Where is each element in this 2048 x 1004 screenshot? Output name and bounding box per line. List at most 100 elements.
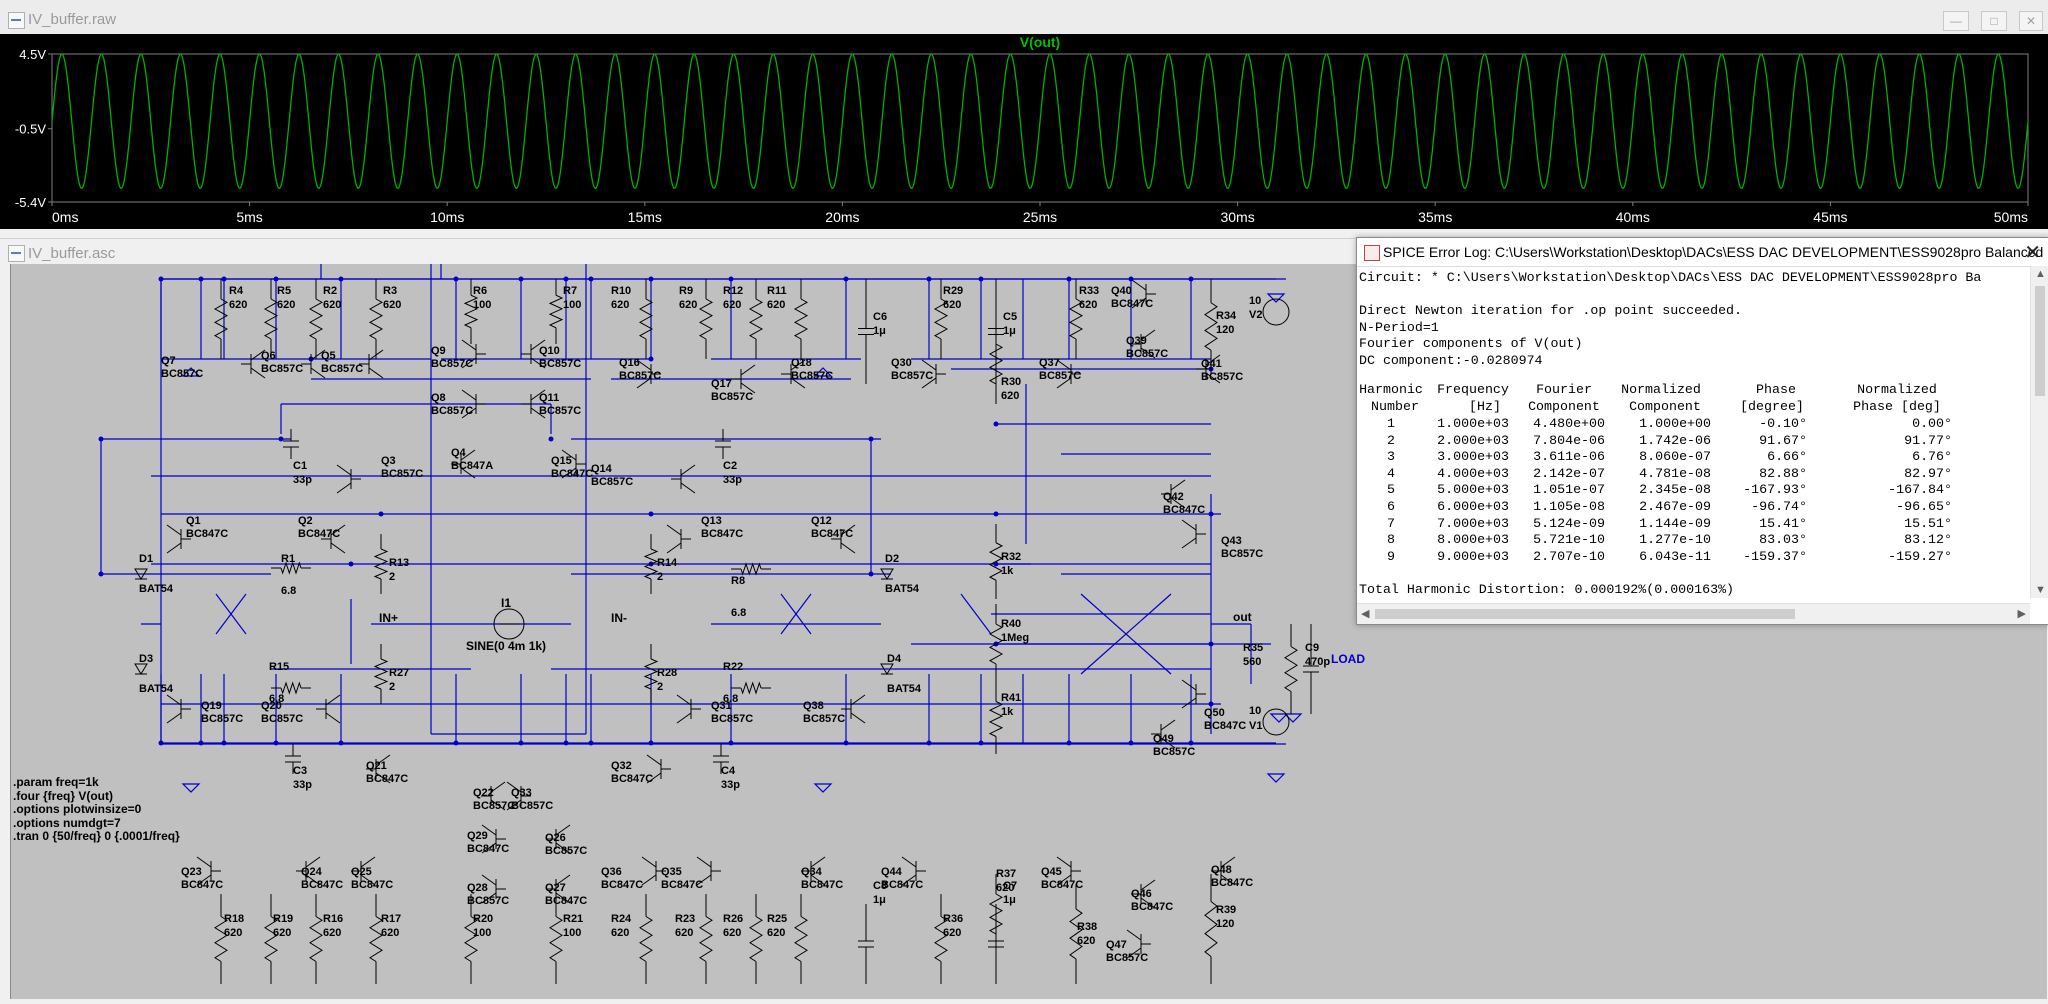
value-q7: BC857C: [161, 368, 203, 380]
fourier-table-cell: 91.67°: [1759, 432, 1807, 448]
spice-directive-plotwinsize[interactable]: .options plotwinsize=0: [13, 802, 142, 816]
value-r28: 2: [657, 681, 663, 693]
fourier-table-cell: -167.93°: [1743, 482, 1807, 498]
ref-q19: Q19: [201, 700, 222, 712]
scroll-left-icon[interactable]: ◀: [1361, 608, 1370, 620]
value-q40: BC847C: [1111, 298, 1153, 310]
fourier-table-cell: 7.000e+03: [1437, 515, 1509, 531]
ref-q26: Q26: [545, 832, 566, 844]
scroll-right-icon[interactable]: ▶: [2017, 608, 2026, 620]
fourier-table-cell: 3.611e-06: [1533, 449, 1605, 465]
value-q25: BC847C: [351, 879, 393, 891]
value-q26: BC857C: [545, 845, 587, 857]
scroll-up-icon[interactable]: ▲: [2035, 268, 2046, 280]
spice-log-text-area[interactable]: Circuit: * C:\Users\Workstation\Desktop\…: [1357, 266, 2030, 598]
ref-q35: Q35: [661, 866, 682, 878]
horizontal-scroll-thumb[interactable]: [1375, 609, 1795, 619]
value-q5: BC857C: [321, 363, 363, 375]
trace-label-vout[interactable]: V(out): [1020, 34, 1060, 50]
close-button[interactable]: ✕: [2019, 11, 2043, 31]
ref-v1: V1: [1249, 720, 1262, 732]
fourier-table-cell: 83.12°: [1904, 532, 1952, 548]
vout-trace-line: [51, 53, 2029, 189]
fourier-table-cell: 4.781e-08: [1639, 465, 1711, 481]
ref-q25: Q25: [351, 866, 372, 878]
ref-r29: R29: [943, 285, 963, 297]
ref-q45: Q45: [1041, 866, 1062, 878]
fourier-table-cell: 83.03°: [1759, 532, 1807, 548]
waveform-window-title: IV_buffer.raw: [28, 11, 117, 28]
spice-directive-param[interactable]: .param freq=1k: [13, 775, 99, 789]
spice-directive-four[interactable]: .four {freq} V(out): [13, 788, 113, 803]
source-value-i1: SINE(0 4m 1k): [466, 639, 546, 653]
ref-q4: Q4: [451, 447, 467, 459]
fourier-table-cell: 2.000e+03: [1437, 432, 1509, 448]
ref-q34: Q34: [801, 866, 823, 878]
ref-r20: R20: [473, 913, 493, 925]
value-q23: BC847C: [181, 879, 223, 891]
value-r11: 620: [767, 299, 785, 311]
ref-r28: R28: [657, 667, 677, 679]
ref-c1: C1: [293, 460, 307, 472]
ref-q47: Q47: [1106, 939, 1127, 951]
ref-q10: Q10: [539, 345, 560, 357]
value-q18: BC857C: [791, 370, 833, 382]
ref-d1: D1: [139, 553, 153, 565]
value-q34: BC847C: [801, 879, 843, 891]
value-q11: BC857C: [539, 405, 581, 417]
fourier-table-cell: 1.000e+03: [1437, 416, 1509, 431]
close-icon[interactable]: ✕: [2024, 242, 2041, 264]
spice-directive-numdgt[interactable]: .options numdgt=7: [13, 815, 121, 830]
ref-r8: R8: [731, 575, 745, 587]
value-q19: BC857C: [201, 713, 243, 725]
x-tick-label: 25ms: [1023, 209, 1057, 225]
value-q35: BC847C: [661, 879, 703, 891]
value-c9: 470p: [1305, 656, 1330, 668]
fourier-table-cell: 8.000e+03: [1437, 532, 1509, 548]
maximize-button[interactable]: □: [1981, 11, 2007, 31]
scroll-down-icon[interactable]: ▼: [2035, 584, 2046, 596]
ref-v2: V2: [1249, 309, 1262, 321]
spice-error-log-window[interactable]: SPICE Error Log: C:\Users\Workstation\De…: [1356, 237, 2048, 625]
vertical-scroll-thumb[interactable]: [2035, 286, 2045, 396]
value-r18: 620: [224, 927, 242, 939]
ref-r30: R30: [1001, 376, 1021, 388]
value-r33: 620: [1079, 299, 1097, 311]
ref-q42: Q42: [1163, 491, 1184, 503]
spice-directive-tran[interactable]: .tran 0 {50/freq} 0 {.0001/freq}: [13, 829, 180, 843]
value-r3: 620: [383, 299, 401, 311]
value-q1: BC847C: [186, 528, 228, 540]
value-q31: BC857C: [711, 713, 753, 725]
ref-r12: R12: [723, 285, 743, 297]
ref-r1: R1: [281, 553, 295, 565]
ref-r14: R14: [657, 557, 678, 569]
ref-q44: Q44: [881, 866, 903, 878]
ref-r22: R22: [723, 661, 743, 673]
ref-q23: Q23: [181, 866, 202, 878]
ref-c2: C2: [723, 460, 737, 472]
source-ref-i1: I1: [501, 596, 511, 610]
vertical-scrollbar[interactable]: ▲ ▼: [2030, 266, 2048, 598]
minimize-button[interactable]: —: [1943, 11, 1969, 31]
schematic-symbols: [134, 279, 1319, 984]
spice-log-titlebar[interactable]: SPICE Error Log: C:\Users\Workstation\De…: [1357, 238, 2048, 267]
ref-q36: Q36: [601, 866, 622, 878]
value-d2: BAT54: [885, 583, 920, 595]
log-fourier-title-line: Fourier components of V(out): [1359, 336, 1583, 352]
fourier-table-cell: 1.277e-10: [1639, 532, 1711, 548]
value-d4: BAT54: [887, 683, 922, 695]
x-tick-label: 50ms: [1994, 209, 2028, 225]
value-r34: 120: [1216, 324, 1234, 336]
fourier-table-cell: 6.66°: [1767, 449, 1807, 465]
log-nperiod-line: N-Period=1: [1359, 319, 1439, 335]
thd-line: Total Harmonic Distortion: 0.000192%(0.0…: [1359, 582, 1735, 597]
value-r1: 6.8: [281, 585, 296, 597]
value-q32: BC847C: [611, 773, 653, 785]
value-q30: BC857C: [891, 370, 933, 382]
fourier-table-cell: 6.043e-11: [1639, 548, 1711, 564]
value-r4: 620: [229, 299, 247, 311]
ref-c8: C8: [873, 880, 887, 892]
value-q45: BC847C: [1041, 879, 1083, 891]
horizontal-scrollbar[interactable]: ◀ ▶: [1357, 603, 2030, 624]
